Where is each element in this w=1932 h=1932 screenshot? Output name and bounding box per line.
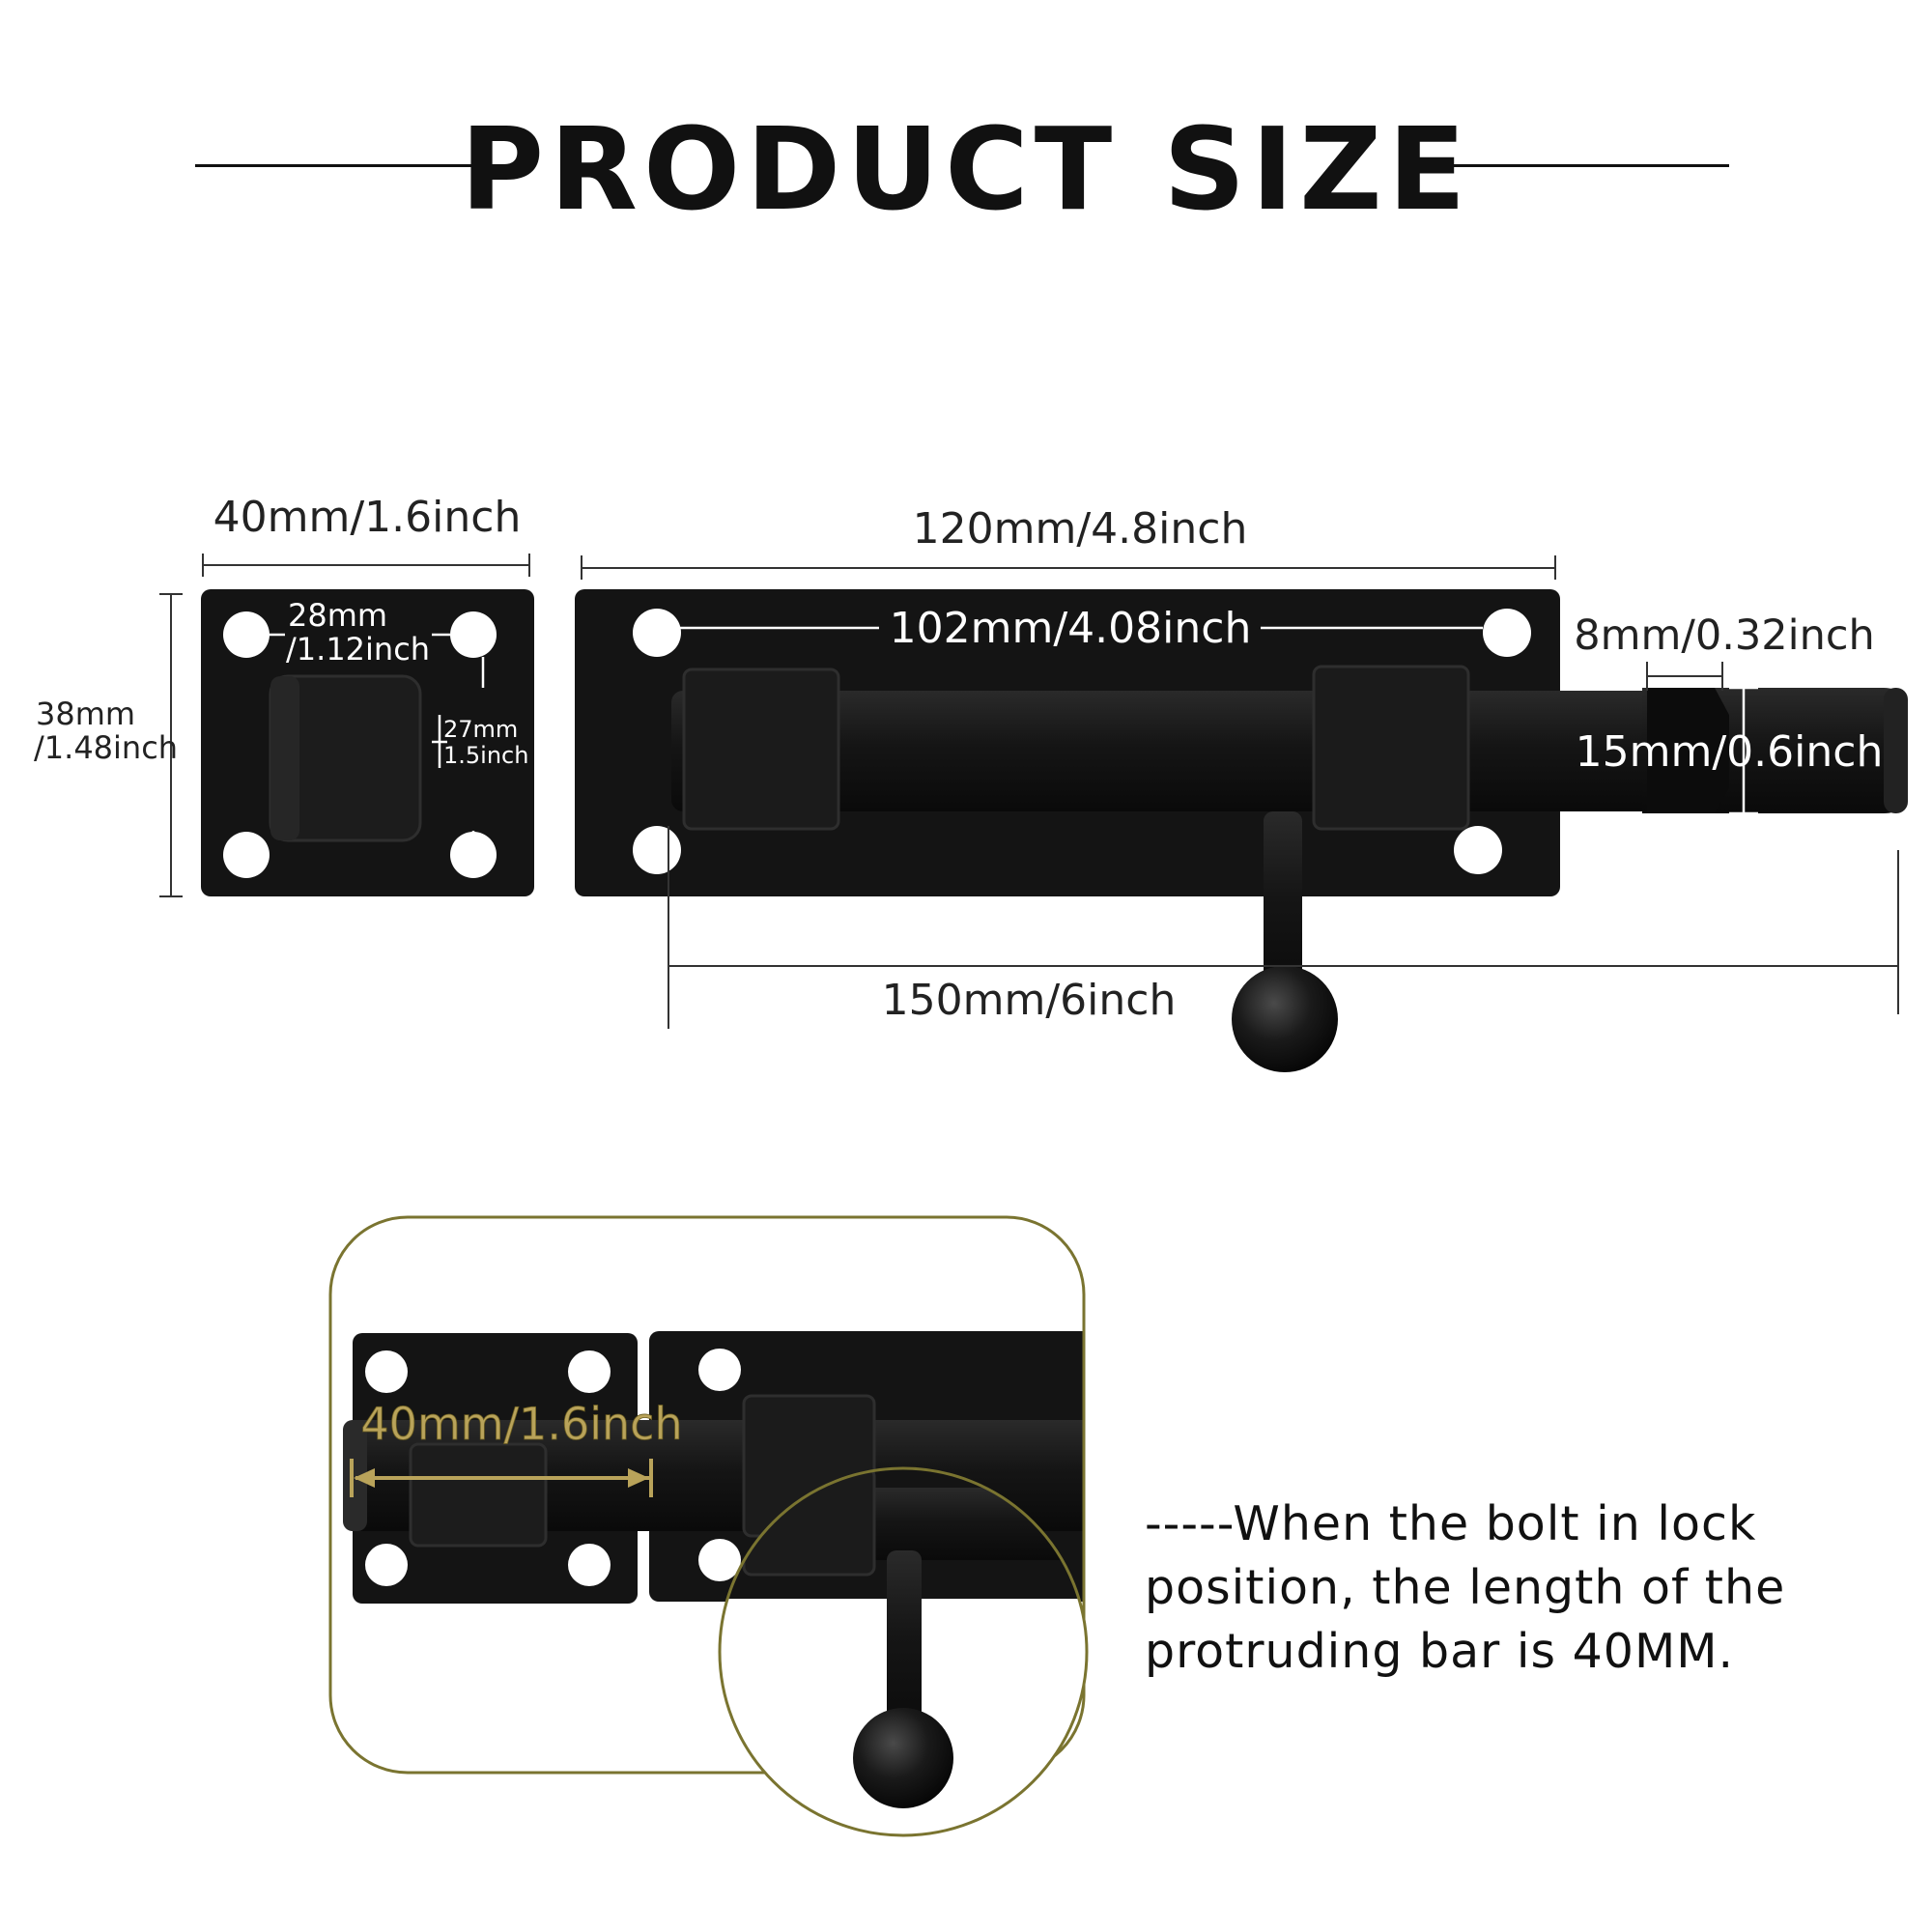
- keeper-inner-dim: [269, 633, 485, 855]
- protrusion-label: 40mm/1.6inch: [360, 1398, 682, 1450]
- inset-magnifier: [720, 1468, 1087, 1835]
- keeper-hole: [450, 611, 497, 658]
- inset-frame: [328, 1215, 1086, 1775]
- groove-width-label: 8mm/0.32inch: [1574, 611, 1874, 660]
- keeper-width-label: 40mm/1.6inch: [213, 493, 522, 542]
- plate-length-label: 120mm/4.8inch: [913, 504, 1248, 554]
- bolt-guide-right: [1312, 665, 1470, 831]
- page-title: PRODUCT SIZE: [460, 102, 1472, 236]
- title-rule-left: [195, 164, 519, 167]
- bolt-rod: [671, 688, 1908, 813]
- plate-hole: [633, 609, 681, 657]
- keeper-hole-spacing-label: 28mm: [288, 597, 387, 634]
- protrusion-dim: [350, 1459, 653, 1497]
- keeper-height-label: 38mm: [36, 696, 135, 732]
- bolt-diameter-label: 15mm/0.6inch: [1576, 727, 1884, 777]
- keeper-small-inch-label: 1.5inch: [443, 742, 528, 769]
- keeper-hole: [223, 611, 270, 658]
- overall-length-label: 150mm/6inch: [882, 976, 1177, 1025]
- title-row: PRODUCT SIZE: [0, 97, 1932, 242]
- bolt-handle-knob: [1232, 966, 1338, 1072]
- note-line-3: protruding bar is 40MM.: [1145, 1624, 1735, 1679]
- plate-hole: [1454, 826, 1502, 874]
- lock-position-note: -----When the bolt in lock position, the…: [1145, 1492, 1821, 1684]
- keeper-height-inch-label: /1.48inch: [34, 729, 178, 766]
- detail-inset: 40mm/1.6inch: [328, 1215, 1089, 1837]
- plate-hole: [633, 826, 681, 874]
- inset-magnifier-ring: [718, 1466, 1089, 1837]
- keeper-plate: [201, 589, 534, 896]
- plate-hole: [1483, 609, 1531, 657]
- note-line-1: -----When the bolt in lock: [1145, 1496, 1757, 1551]
- bolt-guide-left: [682, 668, 840, 831]
- keeper-small-label: 27mm: [443, 716, 518, 743]
- keeper-hole: [223, 832, 270, 878]
- keeper-dim-lines: [159, 554, 530, 897]
- plate-hole-spacing-label: 102mm/4.08inch: [890, 604, 1252, 653]
- plate-inner-dim: [680, 626, 1758, 815]
- title-rule-right: [1406, 164, 1729, 167]
- keeper-hole-spacing-inch-label: /1.12inch: [286, 631, 430, 668]
- bolt-handle-stem: [1264, 811, 1302, 1005]
- note-line-2: position, the length of the: [1145, 1560, 1786, 1615]
- plate-dim-lines: [581, 555, 1899, 1029]
